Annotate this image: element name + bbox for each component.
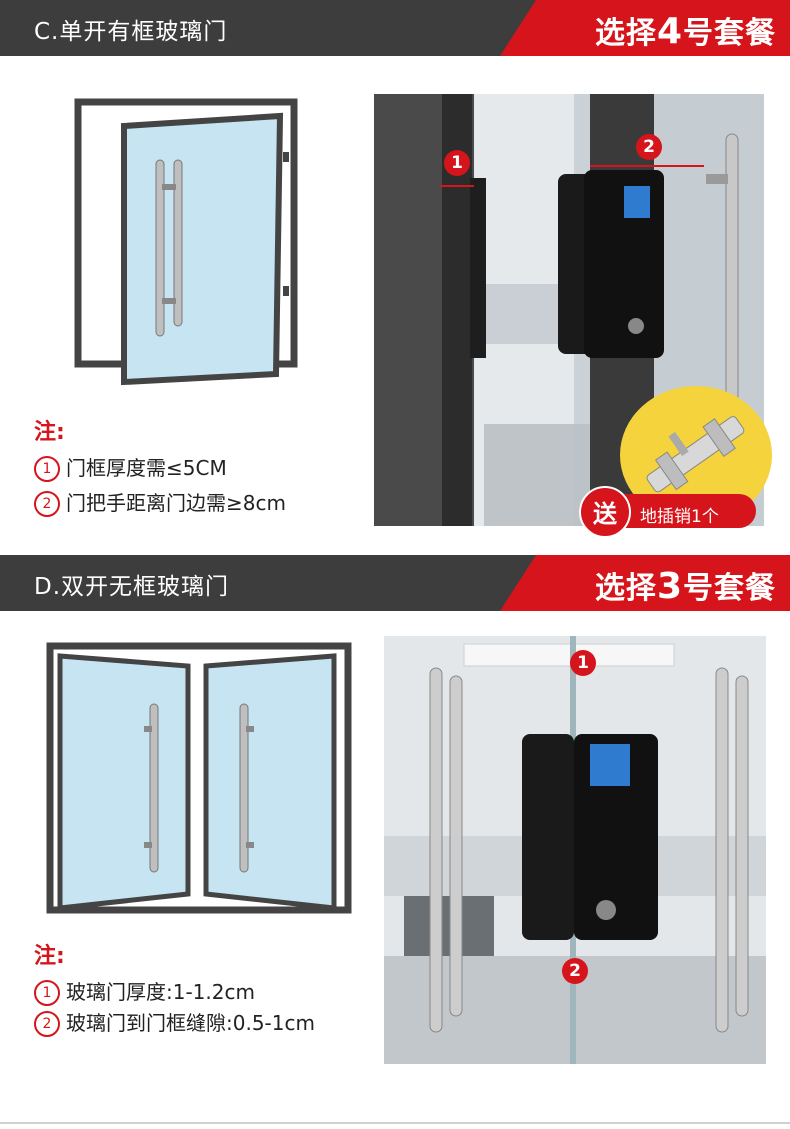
- bottom-divider: [0, 1122, 790, 1124]
- note-marker: 2: [34, 491, 60, 517]
- single-framed-door-illustration: [74, 98, 298, 386]
- section-c-header: C.单开有框玻璃门 选择4号套餐: [0, 0, 790, 56]
- section-c-notes-title: 注:: [34, 420, 65, 445]
- package-number: 3: [656, 566, 683, 607]
- section-d-notes-title: 注:: [34, 944, 65, 969]
- package-prefix: 选择: [594, 16, 657, 51]
- package-number: 4: [656, 11, 683, 52]
- package-suffix: 号套餐: [683, 16, 776, 51]
- section-d-header: D.双开无框玻璃门 选择3号套餐: [0, 555, 790, 611]
- gift-badge: 送: [579, 486, 631, 538]
- note-marker: 1: [34, 980, 60, 1006]
- package-suffix: 号套餐: [683, 571, 776, 606]
- section-d-title: D.双开无框玻璃门: [34, 574, 230, 600]
- section-d-product-photo: 1 2: [384, 636, 766, 1064]
- gift-text: 地插销1个: [640, 507, 719, 527]
- measure-label-2: 2: [636, 134, 662, 160]
- section-c-title: C.单开有框玻璃门: [34, 19, 228, 45]
- measure-label-2: 2: [562, 958, 588, 984]
- section-c-package-banner: 选择4号套餐: [500, 0, 790, 56]
- package-prefix: 选择: [594, 571, 657, 606]
- measure-label-1: 1: [444, 150, 470, 176]
- floor-bolt-icon: [646, 416, 745, 493]
- note-marker: 2: [34, 1011, 60, 1037]
- note-marker: 1: [34, 456, 60, 482]
- double-frameless-door-illustration: [46, 642, 352, 914]
- measure-label-1: 1: [570, 650, 596, 676]
- section-d-package-banner: 选择3号套餐: [500, 555, 790, 611]
